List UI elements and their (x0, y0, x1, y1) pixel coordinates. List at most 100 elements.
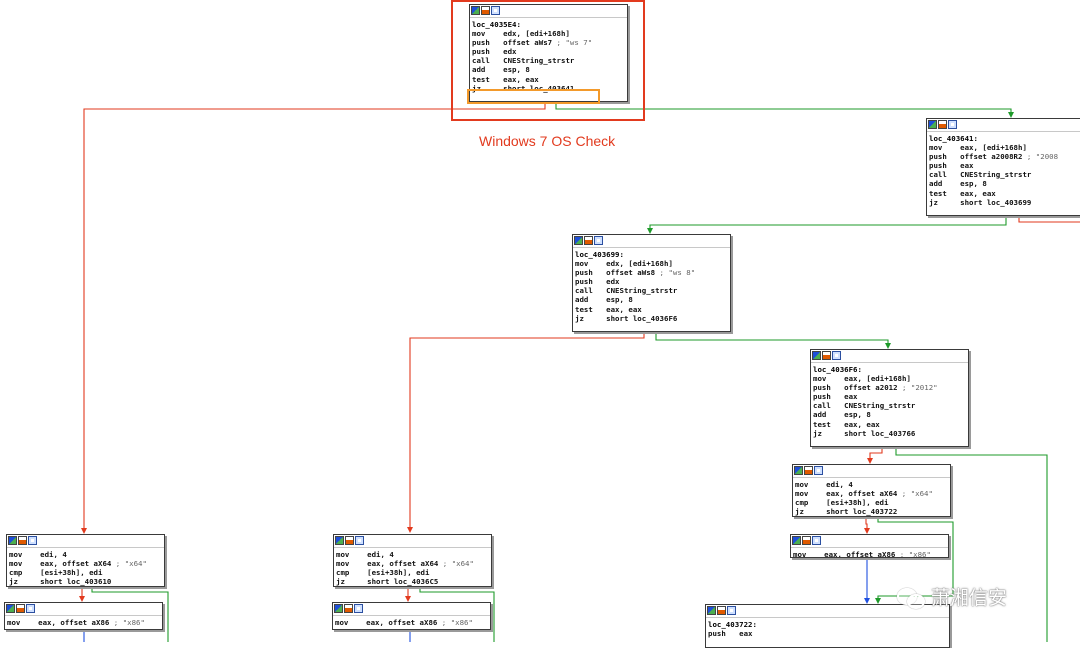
graph-node-icon[interactable] (344, 604, 353, 613)
asm-mnemonic: loc_403722: (708, 620, 757, 629)
asm-line[interactable]: push eax (929, 161, 1080, 170)
asm-line[interactable]: mov eax, offset aX86 ; "x86" (335, 618, 488, 627)
graph-color-icon[interactable] (471, 6, 480, 15)
graph-color-icon[interactable] (8, 536, 17, 545)
text-view-icon[interactable] (812, 536, 821, 545)
asm-line[interactable]: mov edx, [edi+168h] (472, 29, 625, 38)
asm-line[interactable]: mov edi, 4 (795, 480, 948, 489)
asm-line[interactable]: mov eax, offset aX64 ; "x64" (336, 559, 489, 568)
graph-color-icon[interactable] (335, 536, 344, 545)
graph-color-icon[interactable] (928, 120, 937, 129)
graph-color-icon[interactable] (574, 236, 583, 245)
asm-line[interactable]: call CNEString_strstr (472, 56, 625, 65)
asm-line[interactable]: test eax, eax (929, 189, 1080, 198)
asm-line[interactable]: push offset a2012 ; "2012" (813, 383, 966, 392)
code-block-x86-left[interactable]: mov eax, offset aX86 ; "x86" (4, 602, 163, 630)
asm-line[interactable]: add esp, 8 (472, 65, 625, 74)
asm-operands: eax, offset aX86 (366, 618, 438, 627)
asm-line[interactable]: loc_403699: (575, 250, 728, 259)
asm-line[interactable]: mov edi, 4 (9, 550, 162, 559)
graph-color-icon[interactable] (812, 351, 821, 360)
graph-color-icon[interactable] (792, 536, 801, 545)
asm-line[interactable]: add esp, 8 (929, 179, 1080, 188)
asm-line[interactable]: mov edx, [edi+168h] (575, 259, 728, 268)
asm-line[interactable]: loc_403641: (929, 134, 1080, 143)
graph-color-icon[interactable] (6, 604, 15, 613)
asm-line[interactable]: test eax, eax (472, 75, 625, 84)
asm-mnemonic: push (472, 47, 504, 57)
asm-line[interactable]: loc_4036F6: (813, 365, 966, 374)
text-view-icon[interactable] (26, 604, 35, 613)
graph-node-icon[interactable] (16, 604, 25, 613)
graph-color-icon[interactable] (334, 604, 343, 613)
code-block-loc-403699[interactable]: loc_403699:mov edx, [edi+168h]push offse… (572, 234, 731, 332)
code-block-loc-403722[interactable]: loc_403722:push eax (705, 604, 950, 648)
asm-line[interactable]: jz short loc_403641 (472, 84, 625, 93)
asm-line[interactable]: mov eax, offset aX86 ; "x86" (793, 550, 946, 557)
asm-line[interactable]: push edx (472, 47, 625, 56)
graph-node-icon[interactable] (717, 606, 726, 615)
asm-line[interactable]: cmp [esi+38h], edi (795, 498, 948, 507)
block-toolbar (5, 603, 162, 616)
asm-line[interactable]: push offset a2008R2 ; "2008 (929, 152, 1080, 161)
asm-line[interactable]: jz short loc_403610 (9, 577, 162, 586)
asm-line[interactable]: jz short loc_4036C5 (336, 577, 489, 586)
text-view-icon[interactable] (814, 466, 823, 475)
asm-line[interactable]: push eax (708, 629, 947, 638)
graph-node-icon[interactable] (804, 466, 813, 475)
text-view-icon[interactable] (948, 120, 957, 129)
asm-line[interactable]: mov eax, offset aX64 ; "x64" (795, 489, 948, 498)
graph-node-icon[interactable] (822, 351, 831, 360)
graph-node-icon[interactable] (938, 120, 947, 129)
asm-line[interactable]: push offset aWs7 ; "ws 7" (472, 38, 625, 47)
asm-line[interactable]: jz short loc_403722 (795, 507, 948, 516)
graph-color-icon[interactable] (707, 606, 716, 615)
code-block-x86-middle[interactable]: mov eax, offset aX86 ; "x86" (332, 602, 491, 630)
asm-line[interactable]: add esp, 8 (813, 410, 966, 419)
asm-operands: CNEString_strstr (606, 286, 678, 296)
asm-line[interactable]: jz short loc_403699 (929, 198, 1080, 207)
asm-line[interactable]: cmp [esi+38h], edi (9, 568, 162, 577)
asm-line[interactable]: call CNEString_strstr (929, 170, 1080, 179)
text-view-icon[interactable] (355, 536, 364, 545)
graph-node-icon[interactable] (18, 536, 27, 545)
graph-node-icon[interactable] (481, 6, 490, 15)
text-view-icon[interactable] (594, 236, 603, 245)
asm-line[interactable]: call CNEString_strstr (575, 286, 728, 295)
code-block-x86-right[interactable]: mov eax, offset aX86 ; "x86" (790, 534, 949, 558)
asm-line[interactable]: call CNEString_strstr (813, 401, 966, 410)
asm-line[interactable]: test eax, eax (813, 420, 966, 429)
asm-line[interactable]: mov eax, [edi+168h] (929, 143, 1080, 152)
asm-line[interactable]: cmp [esi+38h], edi (336, 568, 489, 577)
asm-line[interactable]: mov edi, 4 (336, 550, 489, 559)
code-block-loc-4036F6[interactable]: loc_4036F6:mov eax, [edi+168h]push offse… (810, 349, 969, 447)
asm-line[interactable]: push edx (575, 277, 728, 286)
asm-line[interactable]: mov eax, offset aX86 ; "x86" (7, 618, 160, 627)
asm-line[interactable]: loc_4035E4: (472, 20, 625, 29)
asm-line[interactable]: mov eax, [edi+168h] (813, 374, 966, 383)
asm-line[interactable]: mov eax, offset aX64 ; "x64" (9, 559, 162, 568)
asm-line[interactable]: loc_403722: (708, 620, 947, 629)
code-block-loc-403641[interactable]: loc_403641:mov eax, [edi+168h]push offse… (926, 118, 1080, 216)
graph-color-icon[interactable] (794, 466, 803, 475)
asm-line[interactable]: push eax (813, 392, 966, 401)
text-view-icon[interactable] (727, 606, 736, 615)
asm-line[interactable]: test eax, eax (575, 305, 728, 314)
block-toolbar (811, 350, 968, 363)
asm-line[interactable]: push offset aWs8 ; "ws 8" (575, 268, 728, 277)
code-block-loc-4035E4[interactable]: loc_4035E4:mov edx, [edi+168h]push offse… (469, 4, 628, 102)
graph-node-icon[interactable] (584, 236, 593, 245)
asm-line[interactable]: jz short loc_403766 (813, 429, 966, 438)
asm-line[interactable]: add esp, 8 (575, 295, 728, 304)
text-view-icon[interactable] (28, 536, 37, 545)
text-view-icon[interactable] (832, 351, 841, 360)
graph-node-icon[interactable] (345, 536, 354, 545)
asm-line[interactable]: jz short loc_4036F6 (575, 314, 728, 323)
text-view-icon[interactable] (354, 604, 363, 613)
text-view-icon[interactable] (491, 6, 500, 15)
graph-node-icon[interactable] (802, 536, 811, 545)
asm-operands: short loc_403641 (503, 83, 575, 93)
